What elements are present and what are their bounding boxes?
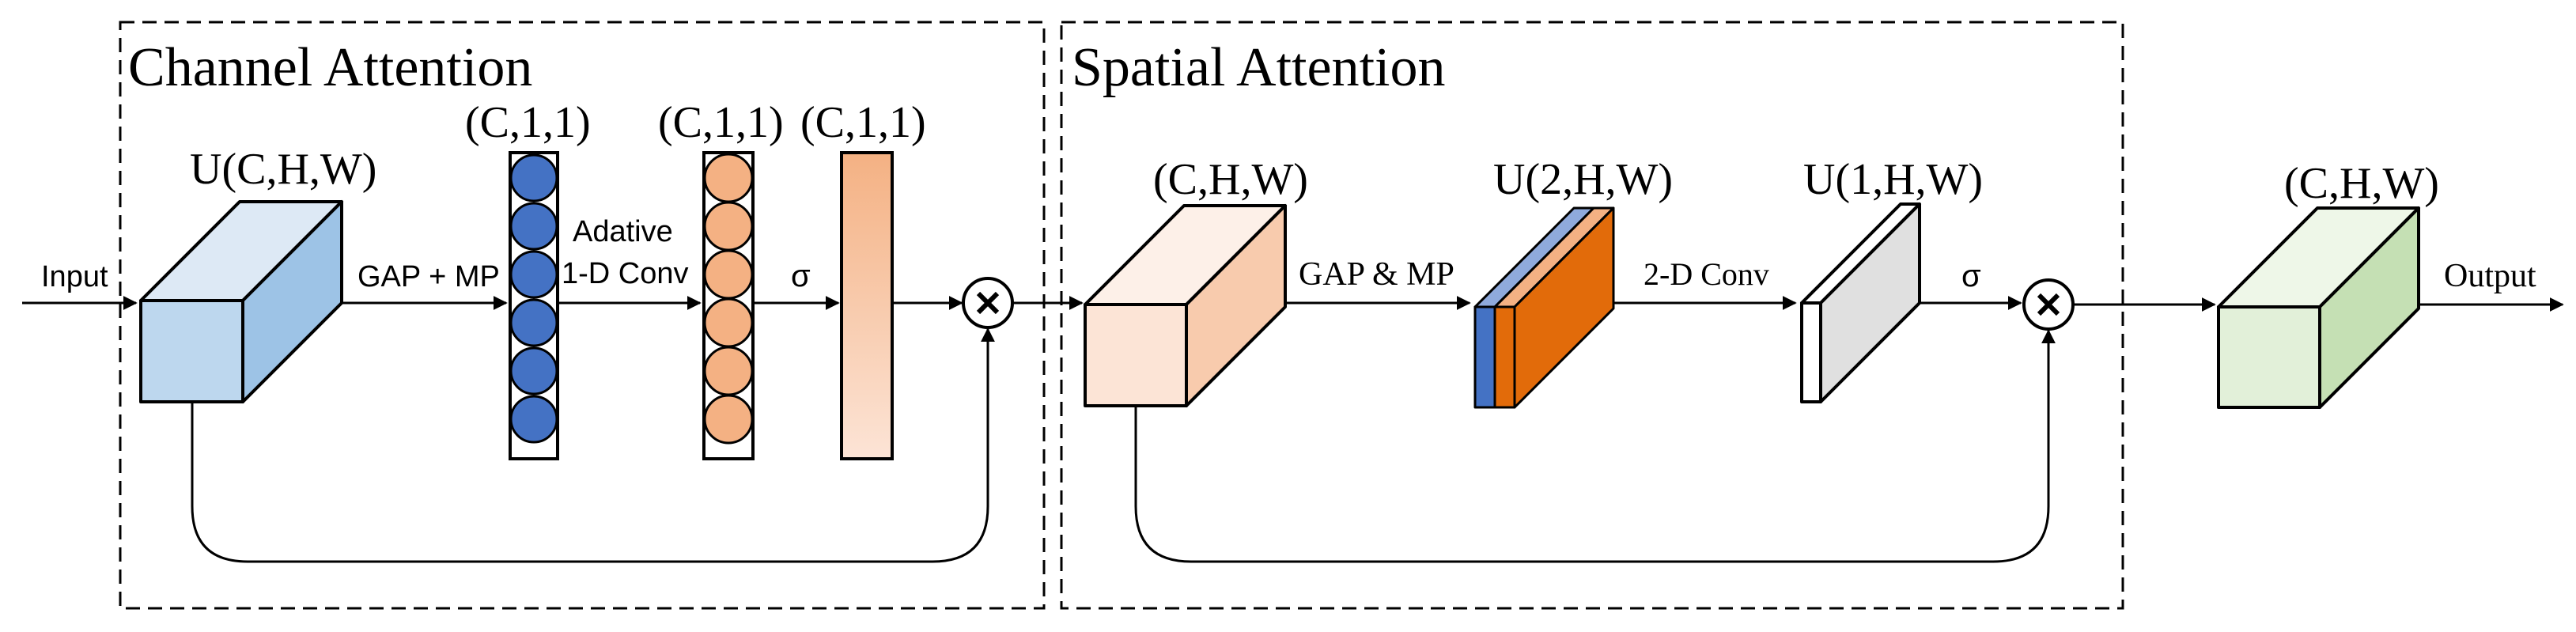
pooled-vector-shape-label: (C,1,1) [465,98,591,147]
adative-label-line2: 1-D Conv [562,257,689,290]
multiply-node-spatial [2022,278,2075,331]
map-slab-front-blue [1473,305,1496,409]
skip-connection-spatial [1134,329,2056,563]
gap-mp-label: GAP + MP [357,260,500,293]
cube-front-face [139,299,244,403]
skip-connection-channel [191,327,995,563]
multiply-cross [976,291,1000,315]
sigma-label-spatial: σ [1961,259,1981,293]
channel-weights-bar [840,151,894,460]
vector-element [509,395,558,444]
conv-vector-circles [703,153,754,445]
channel-attention-title: Channel Attention [128,37,532,98]
vector-element [703,249,754,300]
vector-element [703,201,754,252]
multiply-cross [2037,293,2060,316]
vector-element [509,298,558,347]
output-feature-cube [2217,206,2420,409]
conv-vector-shape-label: (C,1,1) [658,98,784,147]
vector-element [703,297,754,348]
pooled-maps-shape-label: U(2,H,W) [1493,155,1673,204]
cube-label-chw-out: (C,H,W) [2284,159,2439,208]
channel-refined-cube [1084,204,1287,407]
spatial-map-shape-label: U(1,H,W) [1803,155,1983,204]
vector-element [509,153,558,202]
sigma-label-channel: σ [791,259,811,293]
multiply-node-channel [962,277,1014,329]
conv2d-label: 2-D Conv [1644,256,1769,292]
map-front-face [1800,301,1822,403]
vector-element [509,346,558,395]
cube-front-face [2217,305,2321,409]
pooled-vector-circles [509,153,558,444]
vector-element [703,394,754,445]
weights-shape-label: (C,1,1) [800,98,926,147]
cube-front-face [1084,303,1188,407]
vector-element [703,346,754,396]
pooled-maps-block [1473,206,1615,409]
vector-element [509,250,558,299]
cube-label-chw-mid: (C,H,W) [1153,155,1308,204]
map-slab-front-orange [1493,305,1516,409]
adative-label-line1: Adative [573,215,673,248]
spatial-map-block [1800,202,1921,403]
cube-label-u-chw: U(C,H,W) [190,145,376,194]
input-feature-cube [139,200,343,403]
gap-mp-label-spatial: GAP & MP [1299,256,1454,293]
vector-element [703,153,754,203]
output-label: Output [2444,258,2536,294]
vector-element [509,202,558,251]
spatial-attention-title: Spatial Attention [1072,37,1445,98]
channel-attention-panel [119,21,1046,610]
input-label: Input [41,260,108,293]
spatial-attention-panel [1060,21,2124,610]
